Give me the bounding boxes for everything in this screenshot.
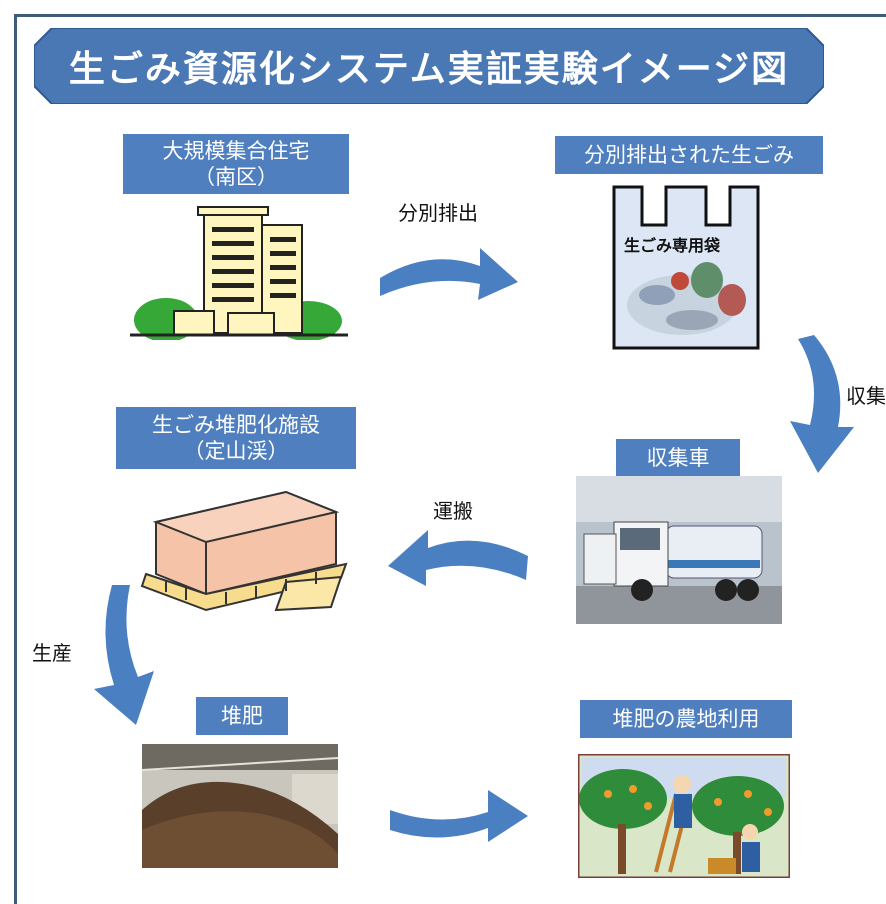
garbage-truck-photo	[576, 476, 782, 624]
arrow-down-icon	[790, 335, 854, 473]
housing-label-line2: （南区）	[194, 165, 278, 189]
arrow-right-icon	[380, 248, 518, 300]
title-banner	[34, 28, 824, 104]
arrow-down-icon	[94, 585, 154, 725]
sorted-waste-label: 分別排出された生ごみ	[555, 136, 823, 174]
housing-label-line1: 大規模集合住宅	[162, 139, 310, 163]
compost-label: 堆肥	[196, 697, 288, 735]
farm-label: 堆肥の農地利用	[580, 700, 792, 738]
compost-pile-photo	[142, 744, 338, 868]
housing-label: 大規模集合住宅 （南区）	[123, 134, 349, 194]
edge-collect-label: 収集	[846, 384, 886, 408]
edge-transport-label: 運搬	[433, 499, 473, 523]
orchard-farming-icon	[578, 754, 790, 878]
arrow-left-icon	[388, 530, 528, 586]
facility-label: 生ごみ堆肥化施設 （定山渓）	[116, 407, 356, 469]
arrow-right-icon	[390, 790, 528, 842]
bag-label: 生ごみ専用袋	[624, 236, 721, 255]
edge-produce-label: 生産	[32, 641, 72, 665]
truck-label: 収集車	[616, 439, 740, 477]
page-title: 生ごみ資源化システム実証実験イメージ図	[68, 49, 790, 90]
facility-label-line1: 生ごみ堆肥化施設	[152, 413, 320, 437]
edge-sort-label: 分別排出	[398, 201, 478, 225]
facility-label-line2: （定山渓）	[183, 439, 289, 463]
garbage-bag-icon	[612, 185, 760, 350]
apartment-building-icon	[130, 206, 348, 340]
diagram-frame	[14, 14, 886, 904]
compost-facility-icon	[140, 490, 348, 612]
